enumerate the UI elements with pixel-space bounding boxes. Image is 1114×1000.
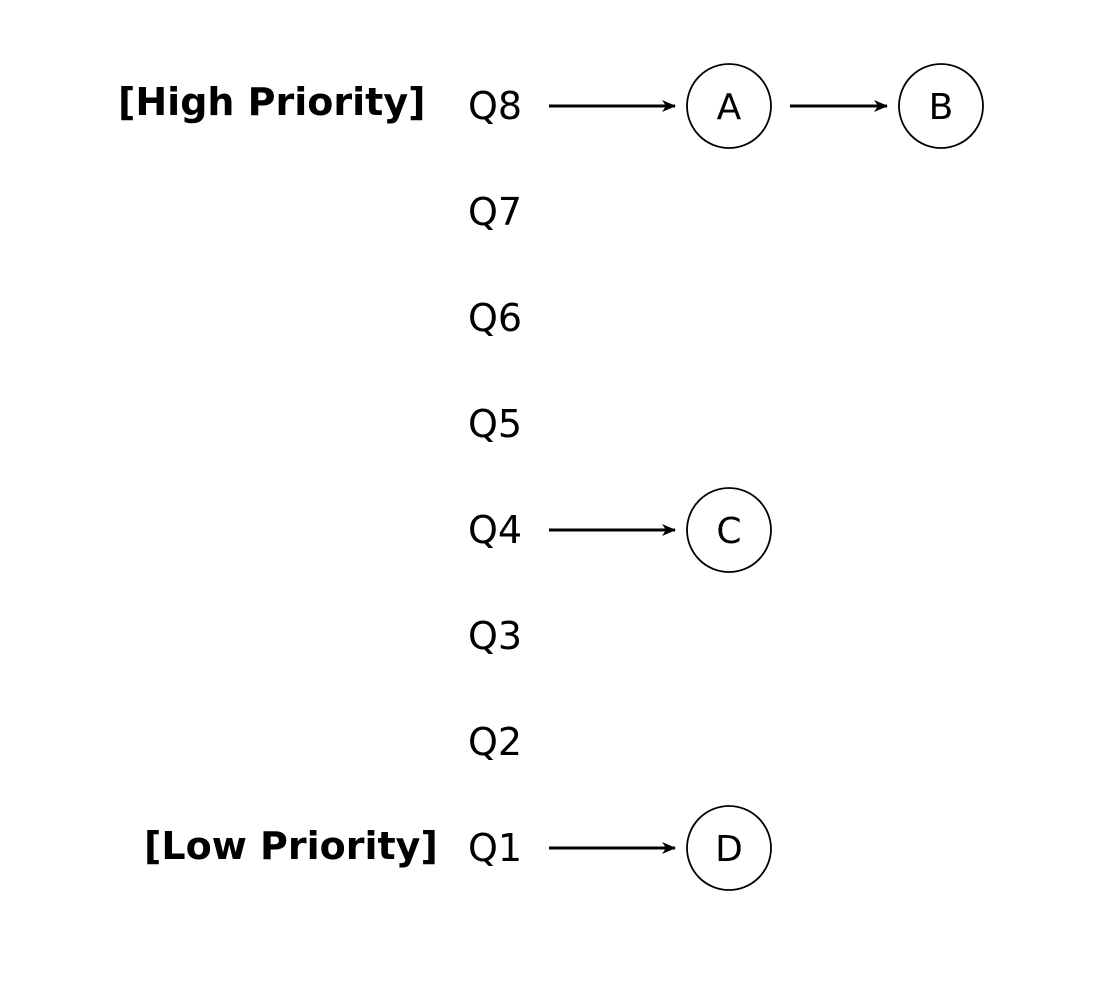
queue-label-q4: Q4	[468, 508, 523, 552]
process-node-c: C	[686, 487, 772, 573]
queue-label-q3: Q3	[468, 614, 523, 658]
process-circle	[686, 63, 772, 149]
process-label: D	[715, 829, 743, 870]
process-circle	[898, 63, 984, 149]
queue-label-q8: Q8	[468, 84, 523, 128]
process-node-a: A	[686, 63, 772, 149]
process-node-b: B	[898, 63, 984, 149]
process-circle	[686, 487, 772, 573]
process-label: B	[929, 87, 954, 128]
process-node-d: D	[686, 805, 772, 891]
queue-label-q5: Q5	[468, 402, 523, 446]
process-label: A	[717, 87, 742, 128]
high-priority-label: [High Priority]	[118, 80, 426, 124]
process-label: C	[716, 511, 741, 552]
queue-label-q7: Q7	[468, 190, 523, 234]
queue-label-q6: Q6	[468, 296, 523, 340]
low-priority-label: [Low Priority]	[144, 824, 438, 868]
queue-label-q1: Q1	[468, 826, 523, 870]
process-circle	[686, 805, 772, 891]
queue-label-q2: Q2	[468, 720, 523, 764]
